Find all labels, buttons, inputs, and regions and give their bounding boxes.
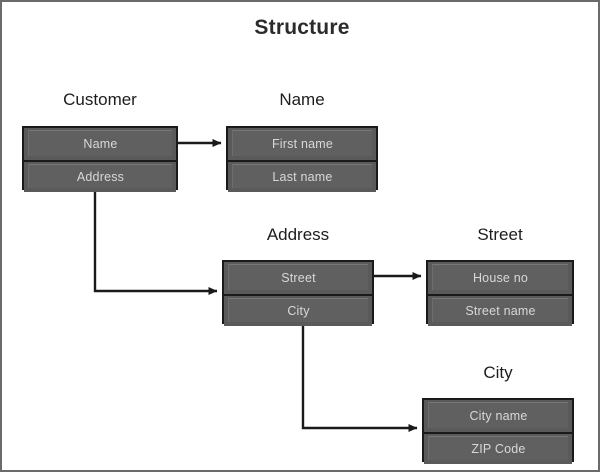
entity-customer-label: Customer	[63, 90, 137, 109]
field-street-house-no-text: House no	[432, 264, 568, 290]
field-customer-address-text: Address	[28, 164, 172, 188]
field-address-city[interactable]: City	[224, 294, 372, 326]
entity-name-label: Name	[279, 90, 325, 109]
entity-address-box[interactable]: Street City	[222, 260, 374, 326]
field-street-street-name[interactable]: Street name	[428, 294, 572, 326]
field-address-street-text: Street	[228, 264, 368, 290]
entity-address-label: Address	[266, 225, 330, 244]
field-customer-name-text: Name	[28, 130, 172, 156]
field-address-street[interactable]: Street	[224, 262, 372, 294]
field-name-last-name-text: Last name	[232, 164, 372, 188]
entity-name-box[interactable]: First name Last name	[226, 126, 378, 192]
field-street-street-name-text: Street name	[432, 298, 568, 322]
field-street-house-no[interactable]: House no	[428, 262, 572, 294]
entity-customer-box[interactable]: Name Address	[22, 126, 178, 192]
entity-city-box[interactable]: City name ZIP Code	[422, 398, 574, 464]
field-customer-name[interactable]: Name	[24, 128, 176, 160]
field-name-first-name[interactable]: First name	[228, 128, 376, 160]
field-city-zip-code[interactable]: ZIP Code	[424, 432, 572, 464]
field-city-city-name[interactable]: City name	[424, 400, 572, 432]
field-city-city-name-text: City name	[428, 402, 568, 428]
field-city-zip-code-text: ZIP Code	[428, 436, 568, 460]
field-name-first-name-text: First name	[232, 130, 372, 156]
diagram-title: Structure	[254, 16, 350, 39]
connector-address-city-to-city	[301, 325, 418, 432]
field-name-last-name[interactable]: Last name	[228, 160, 376, 192]
field-address-city-text: City	[228, 298, 368, 322]
entity-street-box[interactable]: House no Street name	[426, 260, 574, 326]
entity-city-label: City	[483, 363, 513, 382]
connector-customer-address-to-address	[93, 191, 218, 295]
field-customer-address[interactable]: Address	[24, 160, 176, 192]
entity-street-label: Street	[477, 225, 523, 244]
